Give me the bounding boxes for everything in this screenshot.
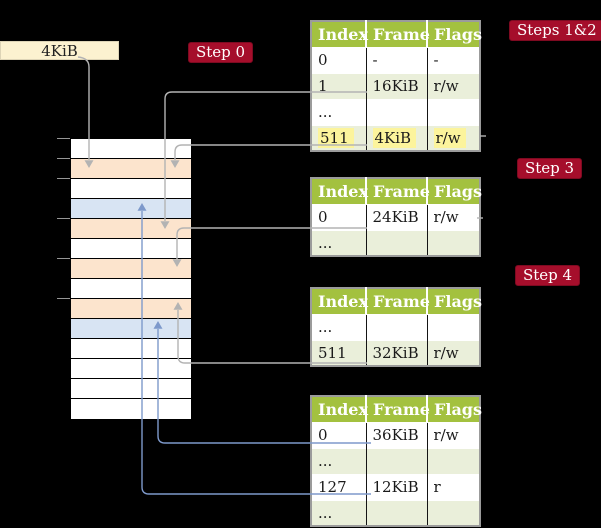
physical-memory-column: [70, 138, 192, 420]
table-cell: -: [366, 46, 428, 73]
table-cell: ...: [311, 313, 367, 340]
table-cell: [427, 98, 480, 125]
memory-frame-row-white: [71, 139, 191, 159]
step-3-badge: Step 3: [517, 158, 583, 179]
memory-frame-row-blue: [71, 199, 191, 219]
table-row: 511 4KiB r/w: [311, 124, 480, 151]
table-row: ...: [311, 313, 480, 340]
column-header: Flags: [427, 21, 482, 47]
table-row: ...: [311, 229, 480, 256]
highlighted-value: 4KiB: [372, 127, 417, 148]
table-cell: 24KiB: [366, 203, 428, 230]
table-cell: r/w: [427, 124, 480, 151]
memory-tick: [57, 258, 70, 259]
table-cell: [427, 313, 480, 340]
table-cell: r/w: [427, 203, 480, 230]
table-cell: [366, 98, 428, 125]
column-header: Frame: [366, 21, 430, 47]
table-cell: 16KiB: [366, 72, 428, 99]
column-header: Frame: [366, 288, 430, 314]
memory-frame-row-peach: [71, 159, 191, 179]
table-cell: 0: [311, 46, 367, 73]
table-cell: ...: [311, 447, 367, 474]
table-cell: 12KiB: [366, 473, 428, 500]
column-header: Index: [311, 396, 368, 422]
memory-tick: [57, 178, 70, 179]
table-cell: ...: [311, 499, 367, 526]
table-cell: r: [427, 473, 480, 500]
memory-frame-row-white: [71, 359, 191, 379]
table-cell: 0: [311, 203, 367, 230]
column-header: Flags: [427, 288, 482, 314]
column-header: Index: [311, 288, 368, 314]
table-cell: [427, 447, 480, 474]
column-header: Flags: [427, 178, 482, 204]
table-cell: [366, 229, 428, 256]
column-header: Index: [311, 21, 368, 47]
table-cell: [366, 447, 428, 474]
memory-frame-row-white: [71, 379, 191, 399]
table-cell: [427, 229, 480, 256]
table-cell: 32KiB: [366, 339, 428, 366]
table-cell: -: [427, 46, 480, 73]
table-cell: [366, 499, 428, 526]
memory-tick: [57, 298, 70, 299]
memory-frame-row-white: [71, 239, 191, 259]
highlighted-value: r/w: [433, 127, 466, 148]
table-cell: 511: [311, 124, 367, 151]
table-cell: r/w: [427, 339, 480, 366]
step-0-badge: Step 0: [188, 42, 254, 63]
memory-tick: [57, 158, 70, 159]
table-row: ...: [311, 447, 480, 474]
memory-frame-row-blue: [71, 319, 191, 339]
table-cell: r/w: [427, 72, 480, 99]
column-header: Flags: [427, 396, 482, 422]
table-cell: ...: [311, 98, 367, 125]
memory-tick: [57, 138, 70, 139]
step-4-badge: Step 4: [515, 265, 581, 286]
column-header: Index: [311, 178, 368, 204]
memory-frame-row-white: [71, 279, 191, 299]
table-cell: ...: [311, 229, 367, 256]
page-size-box: 4KiB: [0, 41, 119, 60]
column-header: Frame: [366, 178, 430, 204]
memory-tick: [57, 218, 70, 219]
table-cell: 36KiB: [366, 421, 428, 448]
column-header: Frame: [366, 396, 430, 422]
highlighted-value: 511: [318, 127, 354, 148]
memory-frame-row-white: [71, 399, 191, 419]
table-cell: 511: [311, 339, 367, 366]
memory-frame-row-peach: [71, 299, 191, 319]
table-cell: [366, 313, 428, 340]
table-cell: 1: [311, 72, 367, 99]
table-cell: r/w: [427, 421, 480, 448]
memory-frame-row-peach: [71, 219, 191, 239]
memory-frame-row-white: [71, 179, 191, 199]
steps-1-2-badge: Steps 1&2: [509, 20, 601, 41]
table-cell: 4KiB: [366, 124, 428, 151]
table-cell: 127: [311, 473, 367, 500]
memory-frame-row-peach: [71, 259, 191, 279]
table-row: ...: [311, 98, 480, 125]
table-row: ...: [311, 499, 480, 526]
table-cell: 0: [311, 421, 367, 448]
table-cell: [427, 499, 480, 526]
table-row: 0--: [311, 46, 480, 73]
memory-frame-row-white: [71, 339, 191, 359]
